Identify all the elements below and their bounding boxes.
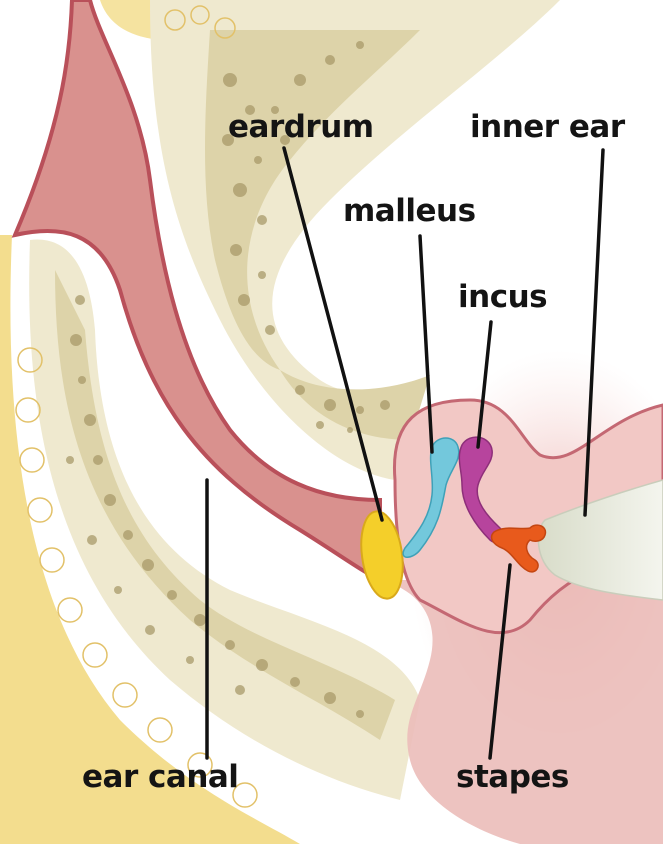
label-stapes: stapes	[456, 762, 569, 793]
label-malleus: malleus	[343, 196, 476, 227]
label-eardrum: eardrum	[228, 112, 374, 143]
label-inner-ear: inner ear	[470, 112, 625, 143]
label-incus: incus	[458, 282, 547, 313]
label-ear-canal: ear canal	[82, 762, 238, 793]
